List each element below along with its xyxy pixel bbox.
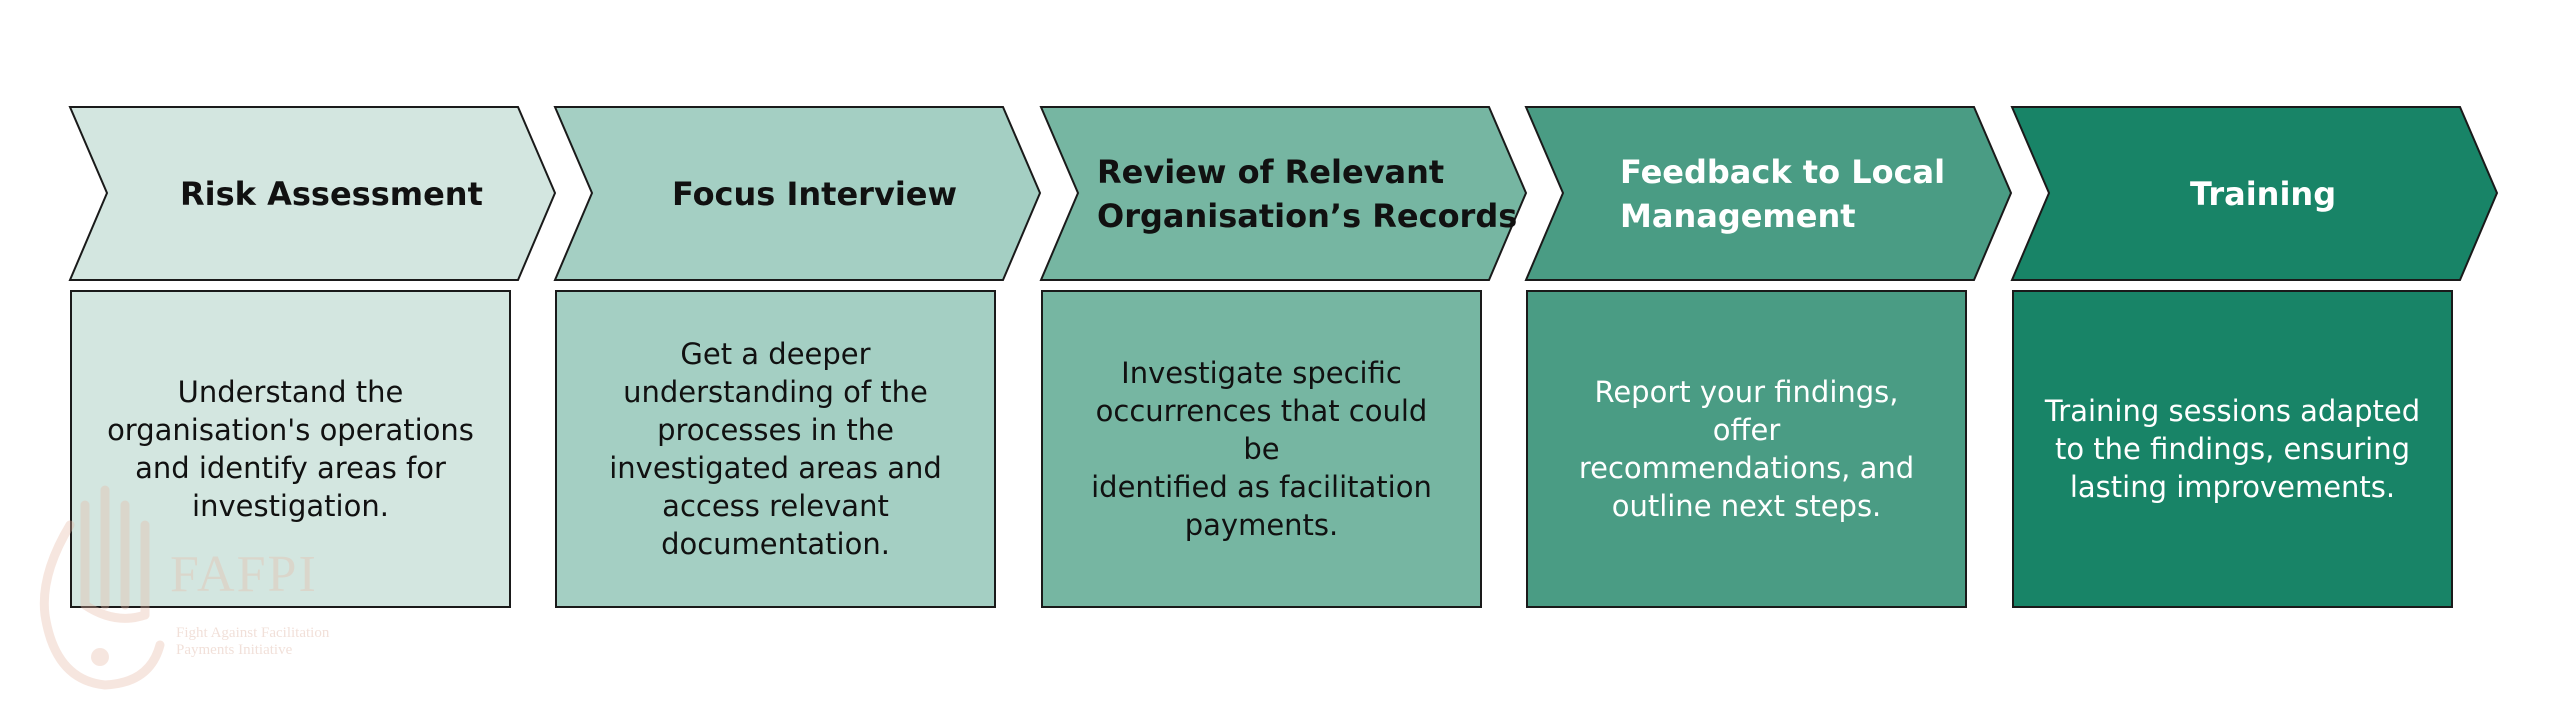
chevron-shape — [1524, 106, 2013, 281]
step-3-description-box: Investigate specific occurrences that co… — [1041, 290, 1482, 608]
step-title: Review of Relevant Organisation’s Record… — [1097, 152, 1518, 235]
step-description: Investigate specific occurrences that co… — [1091, 356, 1432, 542]
step-title: Training — [2190, 174, 2337, 213]
step-5-description-box: Training sessions adapted to the finding… — [2012, 290, 2453, 608]
hand-logo-icon — [39, 485, 165, 690]
step-title: Risk Assessment — [180, 174, 483, 213]
step-title: Focus Interview — [672, 174, 958, 213]
chevron-shape — [68, 106, 557, 281]
fafpi-watermark-logo: FAFPI Fight Against Facilitation Payment… — [30, 485, 370, 695]
chevron-3 — [1039, 106, 1528, 281]
chevron-2 — [553, 106, 1042, 281]
step-description: Get a deeper understanding of the proces… — [609, 337, 942, 561]
step-2-description-box: Get a deeper understanding of the proces… — [555, 290, 996, 608]
chevron-shape — [553, 106, 1042, 281]
watermark-tagline-line2: Payments Initiative — [176, 642, 293, 658]
process-step-4-header: Feedback to Local Management — [1524, 106, 2322, 281]
chevron-shape — [1039, 106, 1528, 281]
chevron-5 — [2010, 106, 2499, 281]
process-step-5-header: Training — [2010, 106, 2560, 281]
chevron-shape — [2010, 106, 2499, 281]
watermark-tagline-line1: Fight Against Facilitation — [176, 625, 330, 641]
chevron-4 — [1524, 106, 2013, 281]
process-step-2-header: Focus Interview — [553, 106, 1351, 281]
step-4-description-box: Report your findings, offer recommendati… — [1526, 290, 1967, 608]
step-description: Training sessions adapted to the finding… — [2044, 394, 2421, 504]
chevron-1 — [68, 106, 557, 281]
step-title: Feedback to Local Management — [1620, 152, 1946, 235]
step-1-description-box: Understand the organisation's operations… — [70, 290, 511, 608]
step-description: Understand the organisation's operations… — [107, 375, 474, 523]
process-step-3-header: Review of Relevant Organisation’s Record… — [1039, 106, 1837, 281]
process-step-1-header: Risk Assessment — [68, 106, 866, 281]
step-description: Report your findings, offer recommendati… — [1578, 375, 1915, 523]
watermark-name: FAFPI — [170, 546, 318, 603]
